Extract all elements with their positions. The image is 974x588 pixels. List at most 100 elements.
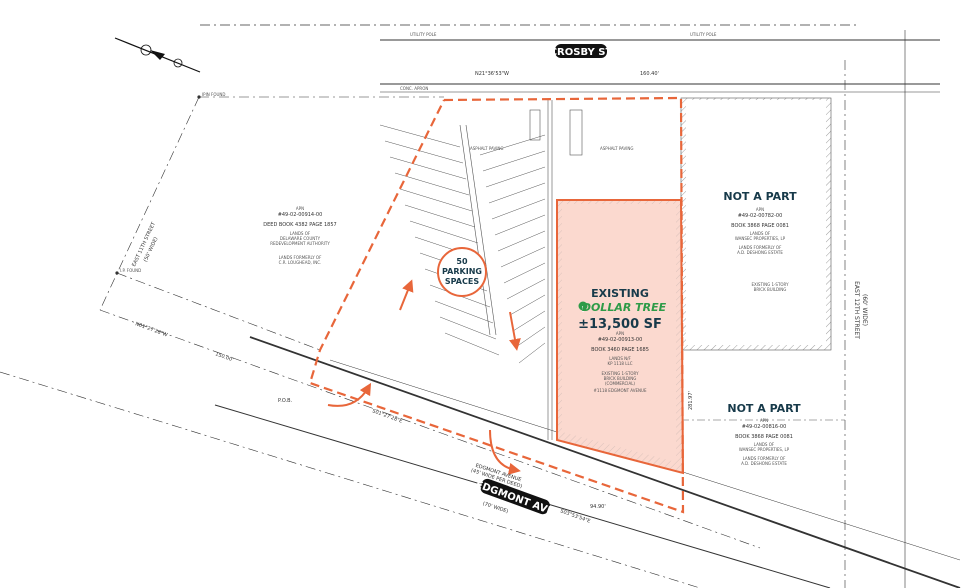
parking-stall-line xyxy=(444,332,500,356)
parking-stall-line xyxy=(482,150,546,172)
svg-text:NOT A PART: NOT A PART xyxy=(723,190,797,203)
svg-text:LANDS FORMERLY OF: LANDS FORMERLY OF xyxy=(279,255,322,260)
svg-text:BRICK BUILDING: BRICK BUILDING xyxy=(604,376,637,381)
parking-stall-line xyxy=(439,316,497,340)
iron-pin-marker xyxy=(115,271,119,275)
svg-text:WANSEC PROPERTIES, LP: WANSEC PROPERTIES, LP xyxy=(735,236,786,241)
svg-text:DEED BOOK 4382 PAGE 1857: DEED BOOK 4382 PAGE 1857 xyxy=(263,222,336,228)
dollar-tree-logo: DOLLAR TREE xyxy=(578,301,667,314)
svg-text:APN: APN xyxy=(616,331,624,336)
parking-stall-line xyxy=(384,140,464,164)
edgmont-avenue-lines xyxy=(0,309,961,588)
parking-stall-line xyxy=(409,220,479,244)
parking-stall-line xyxy=(434,300,494,324)
svg-text:I.P. FOUND: I.P. FOUND xyxy=(120,268,141,273)
parking-stall-line xyxy=(518,342,546,364)
parking-stall-line xyxy=(509,294,546,316)
svg-text:94.90': 94.90' xyxy=(590,504,606,510)
svg-text:S03°53'54"E: S03°53'54"E xyxy=(559,508,591,524)
svg-text:EXISTING: EXISTING xyxy=(591,287,649,300)
svg-text:BOOK 3460 PAGE 1685: BOOK 3460 PAGE 1685 xyxy=(591,347,649,353)
svg-text:DOLLAR TREE: DOLLAR TREE xyxy=(582,301,667,314)
curved-arrow-in-icon xyxy=(327,382,372,407)
svg-text:REDEVELOPMENT AUTHORITY: REDEVELOPMENT AUTHORITY xyxy=(270,241,330,246)
svg-text:A.D. DESHONG ESTATE: A.D. DESHONG ESTATE xyxy=(741,461,787,466)
parking-stall-line xyxy=(394,172,470,196)
north-arrow-icon xyxy=(114,37,201,73)
svg-text:LANDS OF: LANDS OF xyxy=(290,231,311,236)
svg-text:#49-02-00913-00: #49-02-00913-00 xyxy=(598,337,643,343)
parking-stall-line xyxy=(500,246,546,268)
parking-spaces-badge: 50 PARKING SPACES xyxy=(437,247,487,297)
parking-stall-line xyxy=(399,188,473,212)
iron-pin-marker xyxy=(197,95,201,99)
svg-text:KP 1118 LLC: KP 1118 LLC xyxy=(607,361,632,366)
svg-text:BRICK BUILDING: BRICK BUILDING xyxy=(754,287,787,292)
svg-text:BOOK 3868 PAGE 0081: BOOK 3868 PAGE 0081 xyxy=(735,434,793,440)
parking-stall-line xyxy=(506,278,546,300)
svg-text:281.97': 281.97' xyxy=(688,391,694,410)
parking-stall-line xyxy=(404,204,476,228)
svg-text:N01°27'28"W: N01°27'28"W xyxy=(134,321,168,338)
svg-text:S01°27'28"E: S01°27'28"E xyxy=(371,408,403,424)
svg-text:APN: APN xyxy=(756,207,764,212)
svg-text:LANDS FORMERLY OF: LANDS FORMERLY OF xyxy=(739,245,782,250)
curved-arrow-out-icon xyxy=(489,429,521,475)
parking-stall-lines xyxy=(379,124,546,364)
not-a-part-lower-labels: NOT A PART APN #49-02-00816-00 BOOK 3868… xyxy=(727,402,801,466)
subject-property-labels: EXISTING DOLLAR TREE ±13,500 SF APN #49-… xyxy=(578,287,667,393)
parking-stall-line xyxy=(485,166,546,188)
svg-text:WANSEC PROPERTIES, LP: WANSEC PROPERTIES, LP xyxy=(739,447,790,452)
svg-text:LANDS FORMERLY OF: LANDS FORMERLY OF xyxy=(743,456,786,461)
not-a-part-upper-parcel xyxy=(680,97,845,421)
svg-text:DELAWARE COUNTY: DELAWARE COUNTY xyxy=(280,236,321,241)
parking-stall-line xyxy=(497,230,546,252)
svg-text:ASPHALT PAVING: ASPHALT PAVING xyxy=(470,146,503,151)
svg-text:LANDS OF: LANDS OF xyxy=(754,442,775,447)
east-12th-width-label: (60' WIDE) xyxy=(861,294,868,326)
svg-text:50: 50 xyxy=(456,257,468,266)
parking-stall-line xyxy=(389,156,467,180)
parking-island-lines xyxy=(459,100,583,440)
svg-text:EXISTING 1-STORY: EXISTING 1-STORY xyxy=(751,282,789,287)
svg-text:APN: APN xyxy=(760,418,768,423)
svg-text:N21°36'53"W: N21°36'53"W xyxy=(475,71,509,77)
svg-text:ASPHALT PAVING: ASPHALT PAVING xyxy=(600,146,633,151)
svg-text:(COMMERCIAL): (COMMERCIAL) xyxy=(605,381,635,386)
svg-text:UTILITY POLE: UTILITY POLE xyxy=(410,32,437,37)
parking-stall-line xyxy=(491,198,546,220)
svg-text:CROSBY ST: CROSBY ST xyxy=(550,47,613,58)
parking-stall-line xyxy=(515,326,546,348)
svg-text:SPACES: SPACES xyxy=(445,277,479,286)
traffic-arrows xyxy=(327,279,521,475)
svg-text:P.O.B.: P.O.B. xyxy=(278,398,293,404)
svg-text:EXISTING 1-STORY: EXISTING 1-STORY xyxy=(601,371,639,376)
parking-stall-line xyxy=(379,124,461,148)
parking-stall-line xyxy=(512,310,546,332)
parking-stall-line xyxy=(488,182,546,204)
svg-text:#49-02-00914-00: #49-02-00914-00 xyxy=(278,212,323,218)
east-12th-street-lines xyxy=(844,30,906,588)
parking-stall-line xyxy=(503,262,546,284)
left-parcel-labels: APN #49-02-00914-00 DEED BOOK 4382 PAGE … xyxy=(263,206,336,265)
svg-text:PARKING: PARKING xyxy=(442,267,482,276)
east-12th-street-label: EAST 12TH STREET xyxy=(853,281,860,339)
crosby-street-lines xyxy=(200,24,940,93)
svg-text:150.00': 150.00' xyxy=(214,351,234,363)
parking-stall-line xyxy=(479,134,546,156)
crosby-street-label: CROSBY ST xyxy=(550,44,613,58)
svg-text:#1118 EDGMONT AVENUE: #1118 EDGMONT AVENUE xyxy=(593,388,646,393)
svg-text:A.D. DESHONG ESTATE: A.D. DESHONG ESTATE xyxy=(737,250,783,255)
svg-text:(70' WIDE): (70' WIDE) xyxy=(482,501,509,515)
svg-text:160.40': 160.40' xyxy=(640,71,659,77)
site-boundary xyxy=(308,96,685,514)
svg-text:C.R. LOUGHEAD, INC.: C.R. LOUGHEAD, INC. xyxy=(279,260,322,265)
parking-stall-line xyxy=(494,214,546,236)
svg-text:#49-02-00816-00: #49-02-00816-00 xyxy=(742,424,787,430)
not-a-part-upper-labels: NOT A PART APN #49-02-00782-00 BOOK 3868… xyxy=(723,190,797,292)
dollar-tree-building xyxy=(556,199,685,475)
svg-text:BOOK 3868 PAGE 0081: BOOK 3868 PAGE 0081 xyxy=(731,223,789,229)
svg-text:IPIN FOUND: IPIN FOUND xyxy=(202,92,225,97)
svg-text:LANDS OF: LANDS OF xyxy=(750,231,771,236)
